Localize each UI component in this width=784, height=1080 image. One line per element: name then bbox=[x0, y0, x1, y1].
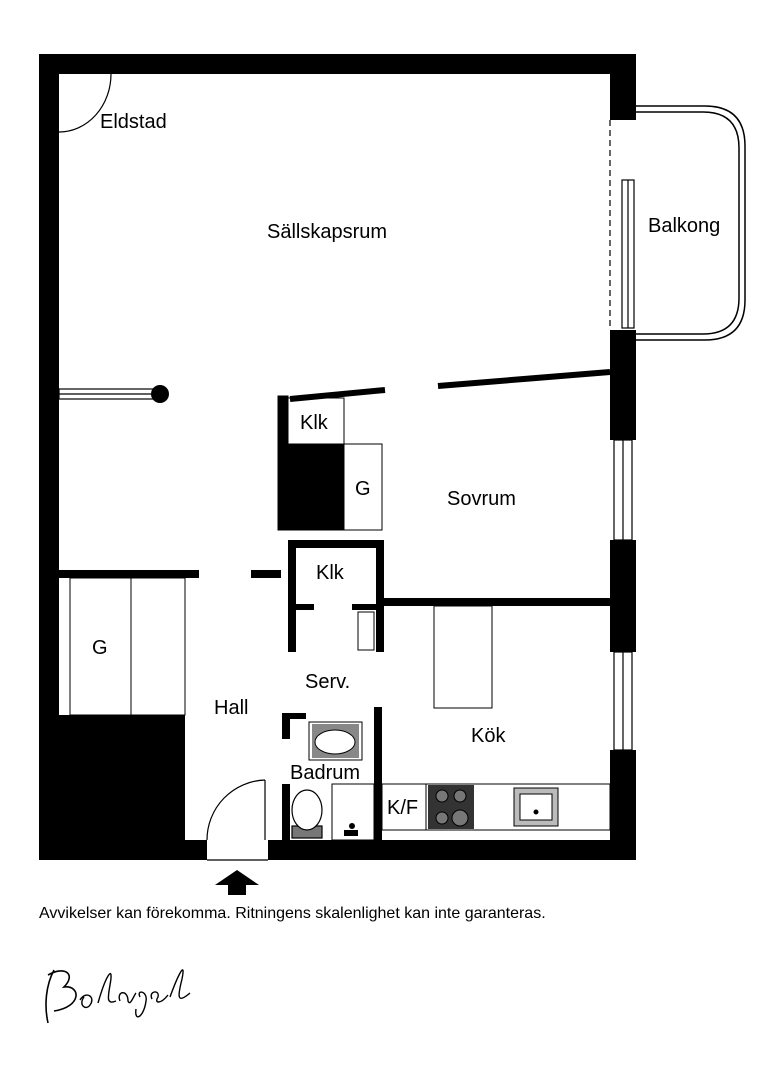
entrance-arrow-icon bbox=[215, 870, 259, 895]
label-serv: Serv. bbox=[305, 671, 350, 693]
label-kok: Kök bbox=[471, 725, 506, 747]
label-g-right: G bbox=[355, 478, 371, 500]
tap-icon bbox=[344, 823, 358, 836]
interior-walls bbox=[59, 369, 611, 842]
pillar bbox=[151, 385, 169, 403]
windows bbox=[58, 120, 635, 751]
label-eldstad: Eldstad bbox=[100, 111, 167, 133]
bolaget-logo bbox=[45, 969, 191, 1024]
label-kf: K/F bbox=[387, 797, 418, 819]
outer-walls bbox=[39, 54, 636, 860]
label-klk-upper: Klk bbox=[300, 412, 329, 434]
fireplace-icon bbox=[58, 73, 112, 133]
label-sovrum: Sovrum bbox=[447, 488, 516, 510]
toilet-icon bbox=[291, 789, 323, 839]
stove-icon bbox=[428, 785, 474, 829]
entrance-door bbox=[206, 779, 268, 861]
fixtures bbox=[69, 397, 611, 841]
floor-plan: Eldstad Sällskapsrum Balkong Klk G Sovru… bbox=[39, 54, 746, 895]
balcony-outline bbox=[636, 105, 746, 341]
sink-icon bbox=[513, 787, 559, 827]
disclaimer-text: Avvikelser kan förekomma. Ritningens ska… bbox=[39, 905, 546, 922]
washbasin-icon bbox=[312, 724, 359, 758]
label-badrum: Badrum bbox=[290, 762, 360, 784]
label-hall: Hall bbox=[214, 697, 248, 719]
label-balkong: Balkong bbox=[648, 215, 720, 237]
label-sallskapsrum: Sällskapsrum bbox=[267, 221, 387, 243]
label-klk-lower: Klk bbox=[316, 562, 345, 584]
label-g-left: G bbox=[92, 637, 108, 659]
